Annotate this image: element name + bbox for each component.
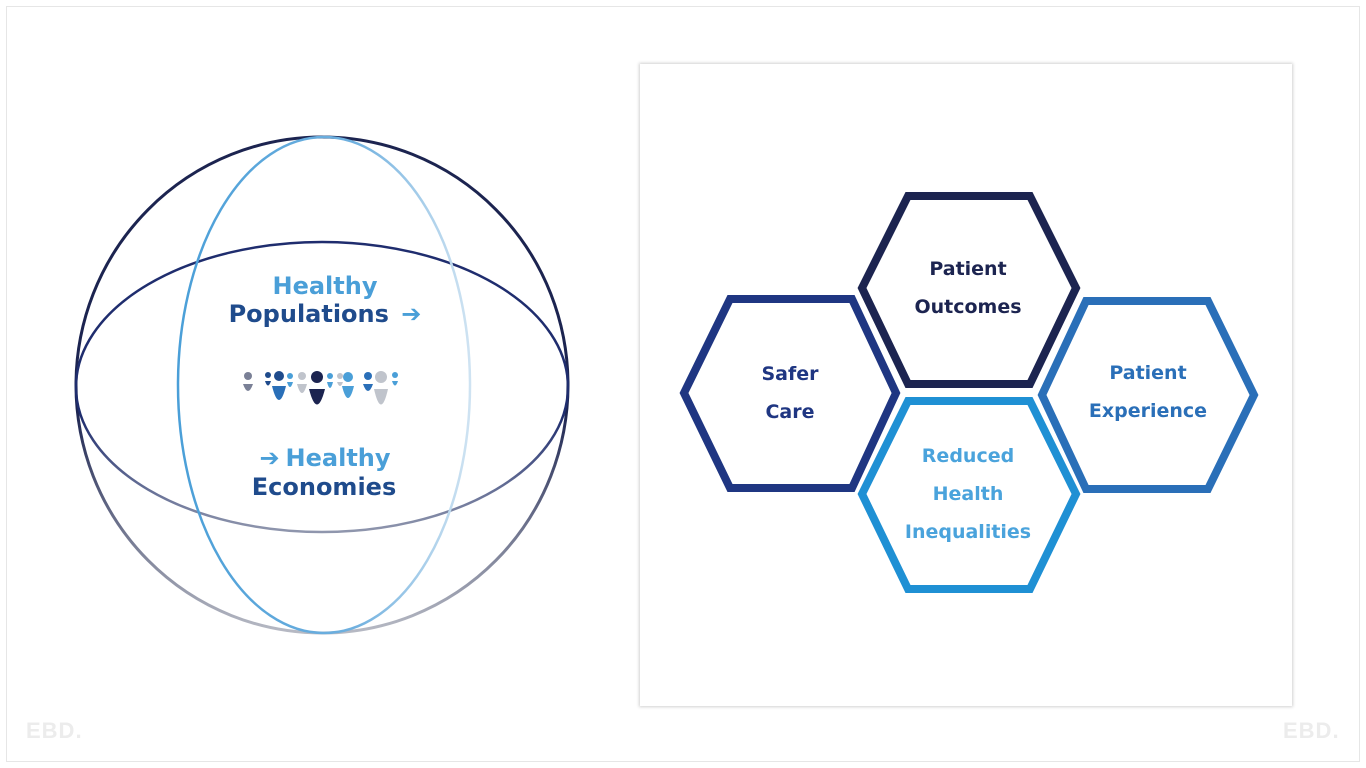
person-icon bbox=[363, 372, 373, 391]
healthy-label-1: Healthy bbox=[272, 272, 378, 300]
populations-label: Populations ➔ bbox=[228, 300, 422, 328]
arrow-right-icon: ➔ bbox=[259, 444, 280, 472]
globe-diagram bbox=[74, 135, 570, 635]
person-icon bbox=[342, 372, 354, 398]
arrow-right-icon: ➔ bbox=[401, 300, 422, 328]
hexagon-patient-outcomes bbox=[857, 192, 1081, 388]
reduced-health-inequalities-label: Reduced Health Inequalities bbox=[904, 445, 1032, 543]
person-icon bbox=[392, 372, 398, 386]
globe-equator bbox=[74, 240, 570, 534]
person-icon bbox=[337, 373, 343, 386]
watermark-logo-right: EBD. bbox=[1283, 718, 1340, 743]
patient-outcomes-label: Patient Outcomes bbox=[914, 258, 1022, 318]
person-icon bbox=[287, 373, 293, 387]
healthy-label-2: ➔Healthy bbox=[259, 444, 391, 472]
people-group-icon bbox=[243, 371, 398, 405]
watermark-logo-left: EBD. bbox=[26, 718, 83, 743]
patient-experience-label: Patient Experience bbox=[1088, 362, 1208, 422]
person-icon bbox=[327, 373, 333, 388]
person-icon bbox=[374, 371, 388, 405]
person-icon bbox=[272, 371, 286, 400]
hexagon-safer-care bbox=[679, 295, 901, 492]
economies-label: Economies bbox=[251, 473, 397, 501]
hexagon-patient-experience bbox=[1037, 297, 1259, 493]
hexagon-reduced-health-inequalities bbox=[857, 397, 1081, 593]
globe-meridian bbox=[176, 135, 472, 635]
safer-care-label: Safer Care bbox=[761, 363, 819, 423]
person-icon bbox=[309, 371, 325, 405]
person-icon bbox=[243, 372, 253, 391]
person-icon bbox=[297, 372, 307, 393]
person-icon bbox=[265, 372, 271, 386]
